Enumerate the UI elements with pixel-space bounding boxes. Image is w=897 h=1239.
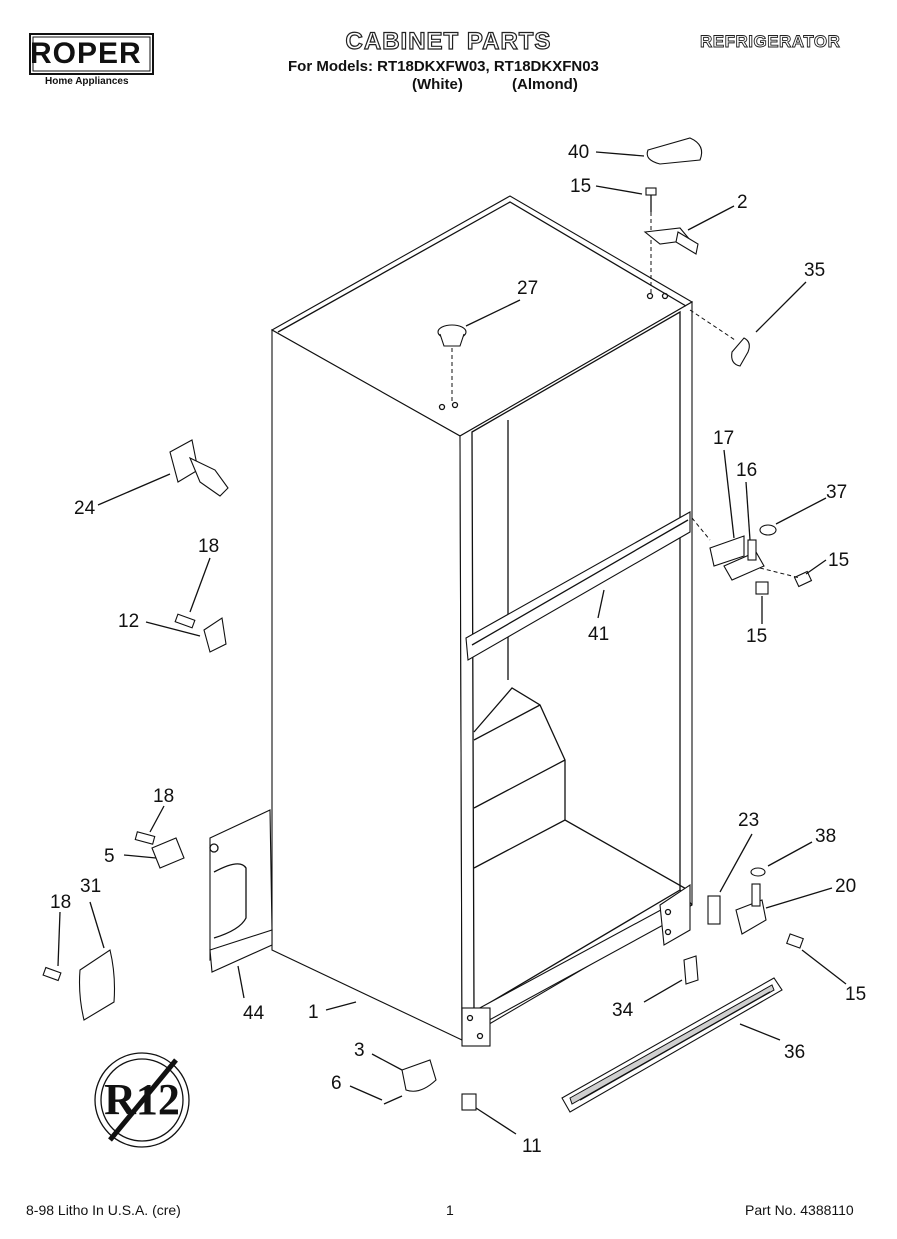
variant-white: (White) xyxy=(412,76,463,93)
callout-1: 1 xyxy=(308,1002,319,1023)
variant-almond: (Almond) xyxy=(512,76,578,93)
top-hole xyxy=(661,292,669,300)
models-line: For Models: RT18DKXFW03, RT18DKXFN03 xyxy=(288,58,599,75)
divider-mullion xyxy=(465,511,691,661)
leader-dash xyxy=(689,309,736,341)
brand-name: ROPER xyxy=(30,37,142,70)
callout-36: 36 xyxy=(784,1042,805,1063)
callout-12: 12 xyxy=(118,611,139,632)
screw-part xyxy=(645,187,657,212)
top-hole xyxy=(646,292,654,300)
callout-16: 16 xyxy=(736,460,757,481)
footer-part-number: Part No. 4388110 xyxy=(745,1202,854,1218)
callout-20: 20 xyxy=(835,876,856,897)
brand-tagline: Home Appliances xyxy=(45,76,129,87)
compartment-liner xyxy=(473,687,689,891)
toe-grille-part xyxy=(561,977,783,1113)
callout-38: 38 xyxy=(815,826,836,847)
small-bracket-part xyxy=(174,613,227,653)
hinge-cover-part xyxy=(646,137,703,165)
callout-35: 35 xyxy=(804,260,825,281)
callout-18: 18 xyxy=(50,892,71,913)
callout-15: 15 xyxy=(845,984,866,1005)
callout-15: 15 xyxy=(570,176,591,197)
leader-arrows xyxy=(57,151,847,1135)
footer-print-info: 8-98 Litho In U.S.A. (cre) xyxy=(26,1202,181,1218)
callout-15: 15 xyxy=(828,550,849,571)
hinge-pin-cover-part xyxy=(731,337,750,367)
section-label: REFRIGERATOR xyxy=(700,32,841,52)
callout-17: 17 xyxy=(713,428,734,449)
footer-page-number: 1 xyxy=(446,1202,454,1218)
callout-31: 31 xyxy=(80,876,101,897)
plug-button-part xyxy=(437,324,467,347)
callout-18: 18 xyxy=(198,536,219,557)
callout-2: 2 xyxy=(737,192,748,213)
grille-clip-part xyxy=(683,955,699,985)
callout-11: 11 xyxy=(522,1136,542,1157)
side-panel-part xyxy=(209,809,273,973)
top-hinge-part xyxy=(643,227,699,255)
callout-labels: 40 15 2 35 27 24 18 12 17 16 37 15 15 41… xyxy=(50,142,866,1157)
leader-dash xyxy=(691,517,711,541)
callout-40: 40 xyxy=(568,142,589,163)
callout-18: 18 xyxy=(153,786,174,807)
no-r12-badge: R12 xyxy=(94,1052,190,1148)
callout-6: 6 xyxy=(331,1073,342,1094)
callout-23: 23 xyxy=(738,810,759,831)
side-cover-part xyxy=(42,949,116,1021)
leveling-assembly-part xyxy=(383,1059,477,1111)
callout-24: 24 xyxy=(74,498,96,519)
center-hinge-part xyxy=(709,524,813,595)
top-hole xyxy=(451,401,459,409)
lower-bracket-part xyxy=(134,831,185,869)
callout-15: 15 xyxy=(746,626,767,647)
top-hole xyxy=(438,403,446,411)
callout-44: 44 xyxy=(243,1003,265,1024)
callout-5: 5 xyxy=(104,846,115,867)
callout-41: 41 xyxy=(588,624,609,645)
cabinet-body xyxy=(270,195,694,1041)
badge-text: R12 xyxy=(104,1075,180,1124)
lower-hinge-part xyxy=(707,867,804,949)
callout-3: 3 xyxy=(354,1040,365,1061)
logo-frame xyxy=(29,33,154,75)
page-title: CABINET PARTS xyxy=(345,27,552,55)
callout-27: 27 xyxy=(517,278,538,299)
callout-37: 37 xyxy=(826,482,847,503)
door-stop-part xyxy=(169,439,229,497)
bottom-rail xyxy=(461,883,691,1047)
leader-dash xyxy=(759,567,801,579)
callout-34: 34 xyxy=(612,1000,634,1021)
brand-logo xyxy=(29,33,154,75)
